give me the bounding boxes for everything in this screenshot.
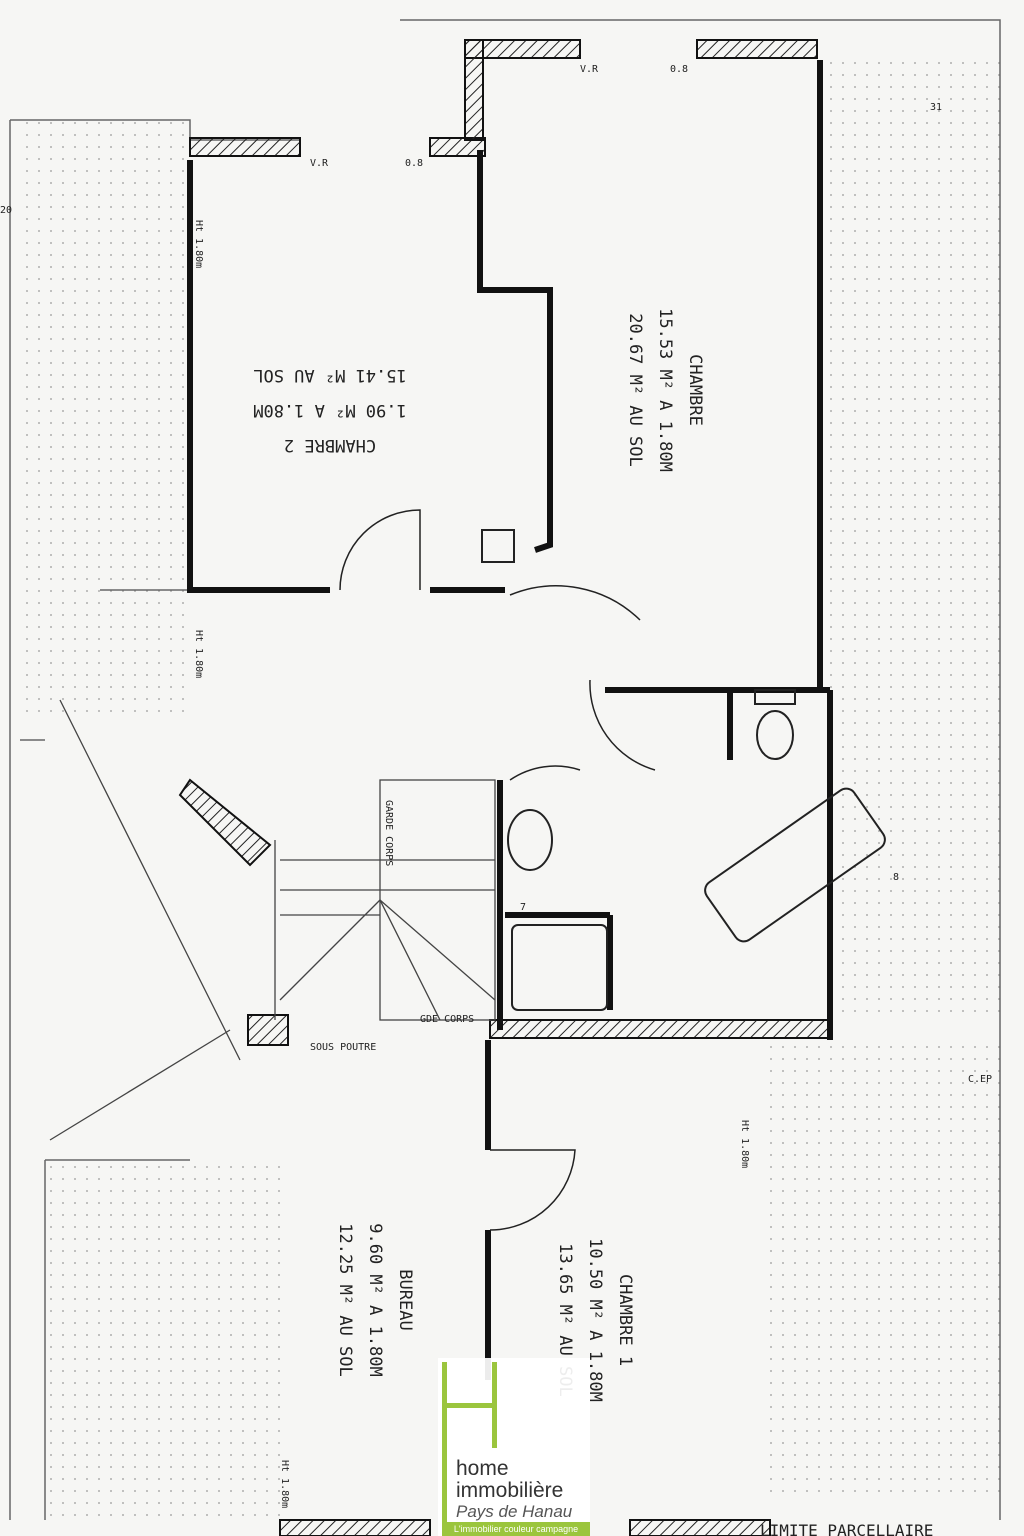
room-area-floor: 20.67 M² AU SOL [625, 313, 645, 467]
vr-label: V.R [310, 158, 329, 169]
door-swings [339, 509, 656, 1231]
logo-h-mark [492, 1362, 497, 1448]
height-label: Ht 1.80m [193, 630, 204, 678]
roof-slope-zones [20, 60, 1010, 1520]
room-name: BUREAU [395, 1269, 415, 1330]
dimension-label: 20 [0, 205, 12, 216]
limite-parcellaire-label: LIMITE PARCELLAIRE [760, 1521, 933, 1536]
height-label: Ht 1.80m [193, 220, 204, 268]
bathtub-icon [704, 787, 886, 943]
bathroom-fixtures [481, 529, 886, 1011]
logo-line2: immobilière [456, 1479, 564, 1502]
room-name: CHAMBRE [685, 354, 705, 426]
room-name: CHAMBRE 2 [284, 435, 376, 455]
garde-corps-label: GARDE CORPS [383, 800, 394, 866]
dimension-label: 7 [520, 902, 526, 913]
sink-icon [507, 809, 553, 871]
dimension-label: 31 [930, 102, 942, 113]
logo-line1: home [456, 1457, 509, 1480]
room-area-180: 15.53 M² A 1.80M [655, 308, 675, 472]
toilet-icon [756, 710, 794, 760]
hatched-walls [178, 39, 831, 1536]
logo-line3: Pays de Hanau [456, 1502, 573, 1521]
room-name: CHAMBRE 1 [615, 1274, 635, 1366]
interior-walls [187, 60, 833, 1380]
height-label: Ht 1.80m [739, 1120, 750, 1168]
window-width-label: 0.8 [670, 64, 688, 75]
vr-label: V.R [580, 64, 599, 75]
room-area-floor: 15.41 M² AU SOL [253, 365, 407, 385]
logo-tagline: L'immobilier couleur campagne [442, 1522, 590, 1536]
room-area-180: 1.90 M² A 1.80M [253, 400, 407, 420]
garde-corps-label: GDE CORPS [420, 1014, 474, 1025]
staircase [49, 699, 496, 1141]
room-area-180: 10.50 M² A 1.80M [585, 1238, 605, 1402]
window-width-label: 0.8 [405, 158, 423, 169]
logo-h-mark [442, 1403, 496, 1408]
room-area-floor: 12.25 M² AU SOL [335, 1223, 355, 1377]
dimension-label: 8 [893, 872, 899, 883]
room-area-180: 9.60 M² A 1.80M [365, 1223, 385, 1377]
cep-label: C.EP [968, 1074, 992, 1085]
outer-outline [9, 19, 1001, 1520]
logo-h-mark [442, 1362, 447, 1532]
sous-poutre-label: SOUS POUTRE [310, 1042, 376, 1053]
height-label: Ht 1.80m [279, 1460, 290, 1508]
shower-icon [511, 924, 608, 1011]
